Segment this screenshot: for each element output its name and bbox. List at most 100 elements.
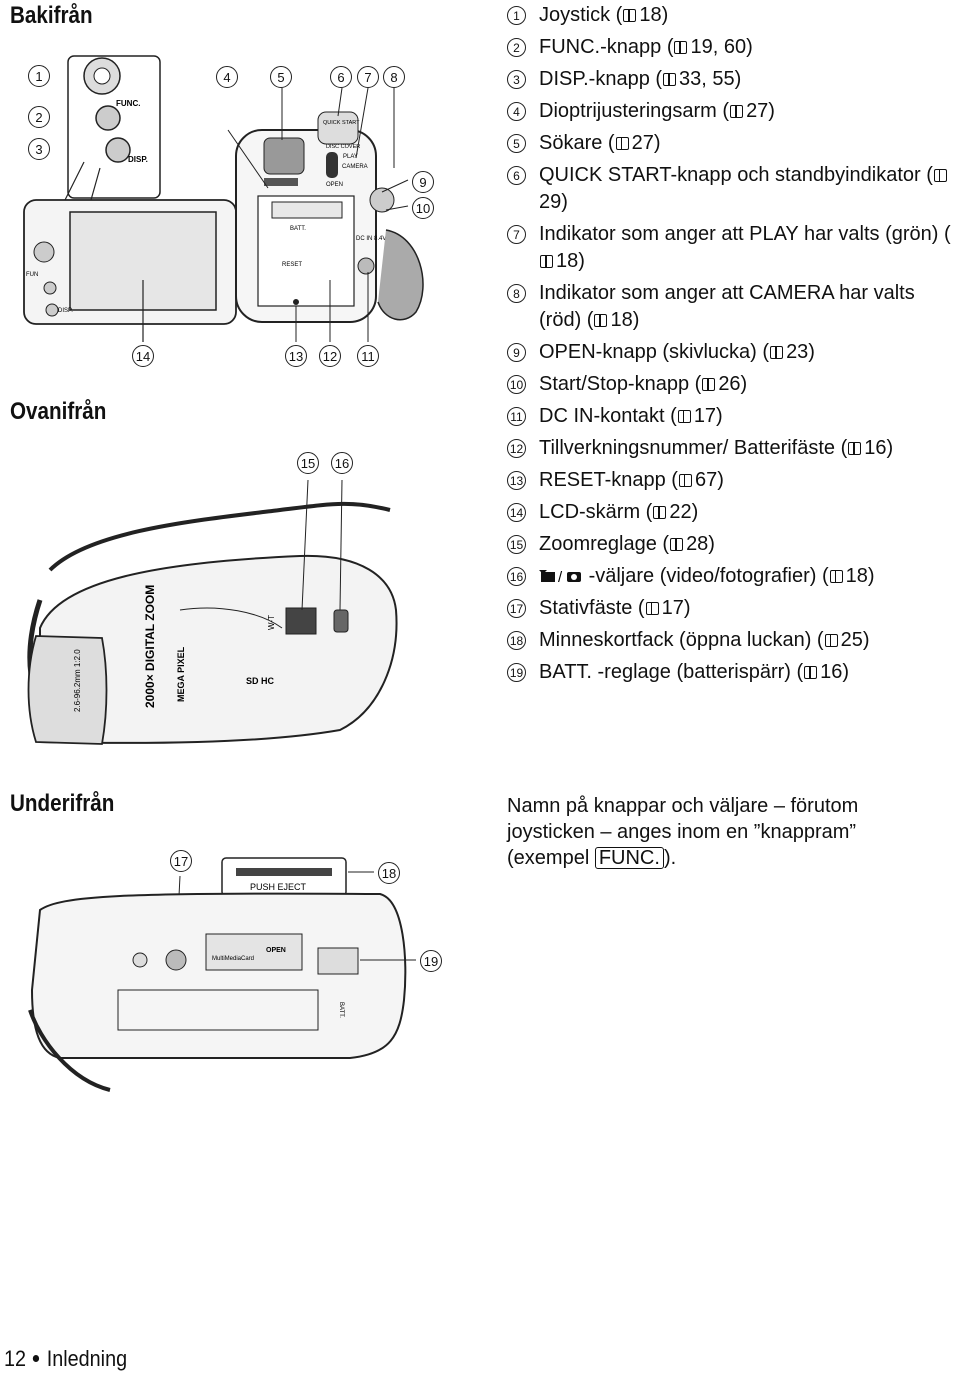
fig-camera-label: CAMERA bbox=[342, 164, 368, 170]
legend-item-text: Zoomreglage ( bbox=[539, 533, 670, 555]
legend-item-text: OPEN-knapp (skivlucka) ( bbox=[539, 341, 770, 363]
legend-item-text: Indikator som anger att PLAY har valts (… bbox=[539, 223, 951, 245]
book-reference-icon bbox=[674, 41, 688, 54]
camera-body-bottom-icon bbox=[30, 892, 407, 1059]
book-reference-icon bbox=[829, 570, 843, 583]
footer-section: Inledning bbox=[46, 1346, 128, 1371]
fig-fun-label: FUN bbox=[26, 272, 38, 278]
legend-item: 8 Indikator som anger att CAMERA har valt… bbox=[507, 280, 957, 334]
func-button-icon bbox=[95, 105, 121, 131]
callout-19: 19 bbox=[420, 950, 442, 972]
mode-switch-icon bbox=[333, 609, 349, 633]
fig-wt-label: W-T bbox=[267, 615, 276, 630]
legend-item-number: 18 bbox=[507, 631, 526, 650]
legend-item-text: DISP.-knapp ( bbox=[539, 68, 663, 90]
legend-item-number: 12 bbox=[507, 439, 526, 458]
fig-quick-start-label: QUICK START bbox=[323, 120, 360, 126]
fig-disp-label: DISP. bbox=[128, 155, 148, 164]
book-reference-icon bbox=[540, 255, 553, 268]
fig-disc-cover-label: DISC COVER bbox=[326, 144, 360, 150]
legend-item-page-ref: 27) bbox=[631, 132, 661, 154]
fig-mega-label: MEGA PIXEL bbox=[176, 646, 186, 702]
legend-item-text: Stativfäste ( bbox=[539, 597, 645, 619]
callout-1: 1 bbox=[28, 65, 50, 87]
fig-func-label: FUNC. bbox=[116, 99, 140, 108]
callout-5: 5 bbox=[270, 66, 292, 88]
legend-item-text: BATT. -reglage (batterispärr) ( bbox=[539, 661, 804, 683]
book-reference-icon bbox=[702, 378, 716, 391]
svg-text:/: / bbox=[558, 569, 563, 584]
legend-item-text: Start/Stop-knapp ( bbox=[539, 373, 702, 395]
callout-3: 3 bbox=[28, 138, 50, 160]
legend-item-number: 9 bbox=[507, 343, 526, 362]
callout-12: 12 bbox=[319, 345, 341, 367]
batt-release-icon bbox=[317, 947, 359, 975]
book-reference-icon bbox=[645, 602, 659, 615]
legend-item-page-ref: 33, 55) bbox=[679, 68, 742, 90]
note-text: Namn på knappar och väljare – förutom jo… bbox=[507, 795, 859, 869]
legend-item-text: Indikator som anger att CAMERA har valts… bbox=[539, 282, 915, 331]
note-end: ). bbox=[663, 847, 677, 869]
callout-10: 10 bbox=[412, 197, 434, 219]
zoom-lever-icon bbox=[285, 607, 317, 635]
fig-reset-label: RESET bbox=[282, 262, 302, 268]
back-view-figure: FUNC. DISP. FUN DISP. QUICK START DISC C… bbox=[23, 55, 424, 342]
legend-item-number: 5 bbox=[507, 134, 526, 153]
legend-item-number: 13 bbox=[507, 471, 526, 490]
book-reference-icon bbox=[678, 474, 692, 487]
legend-item-page-ref: 67) bbox=[694, 469, 724, 491]
fig-play-label: PLAY bbox=[343, 154, 358, 160]
memory-card-cover-icon bbox=[205, 933, 303, 971]
legend-item-number: 10 bbox=[507, 375, 526, 394]
section-heading-back: Bakifrån bbox=[10, 2, 93, 29]
page-number: 12 bbox=[4, 1346, 27, 1371]
disp-button-icon bbox=[105, 137, 131, 163]
legend-item-page-ref: 18) bbox=[845, 565, 875, 587]
callout-13: 13 bbox=[285, 345, 307, 367]
fig-dcin-label: DC IN 8.4V bbox=[356, 236, 386, 242]
tripod-socket-icon bbox=[165, 949, 187, 971]
legend-item-page-ref: 19, 60) bbox=[690, 36, 753, 58]
legend-item-text: DC IN-kontakt ( bbox=[539, 405, 677, 427]
legend-item-number: 4 bbox=[507, 102, 526, 121]
callout-15: 15 bbox=[297, 452, 319, 474]
book-reference-icon bbox=[770, 346, 784, 359]
legend-item-number: 16 bbox=[507, 567, 526, 586]
top-view-figure: 2.6-96.2mm 1:2.0 2000× DIGITAL ZOOM MEGA… bbox=[27, 480, 398, 745]
legend-item-number: 8 bbox=[507, 284, 526, 303]
legend-item-number: 1 bbox=[507, 6, 526, 25]
legend-item-page-ref: 18) bbox=[556, 250, 585, 272]
legend-item-page-ref: 25) bbox=[840, 629, 870, 651]
legend-item-page-ref: 23) bbox=[786, 341, 815, 363]
section-heading-bottom: Underifrån bbox=[10, 790, 115, 817]
book-reference-icon bbox=[730, 105, 744, 118]
fig-open-label: OPEN bbox=[326, 182, 343, 188]
legend-item-number: 7 bbox=[507, 225, 526, 244]
callout-16: 16 bbox=[331, 452, 353, 474]
legend-item-page-ref: 18) bbox=[610, 309, 640, 331]
fig-zoom-label: 2000× DIGITAL ZOOM bbox=[143, 585, 157, 708]
callout-14: 14 bbox=[132, 345, 154, 367]
legend-item-number: 15 bbox=[507, 535, 526, 554]
legend-item-text: Tillverkningsnummer/ Batterifäste ( bbox=[539, 437, 848, 459]
book-reference-icon bbox=[824, 634, 838, 647]
fig-lens-label: 2.6-96.2mm 1:2.0 bbox=[73, 649, 82, 712]
legend-item: 9 OPEN-knapp (skivlucka) ( 23) bbox=[507, 339, 957, 366]
legend-item-number: 17 bbox=[507, 599, 526, 618]
book-reference-icon bbox=[623, 9, 637, 22]
callout-9: 9 bbox=[412, 171, 434, 193]
fig-mmc-label: MultiMediaCard bbox=[212, 956, 254, 962]
camera-body-top-icon bbox=[39, 554, 398, 744]
